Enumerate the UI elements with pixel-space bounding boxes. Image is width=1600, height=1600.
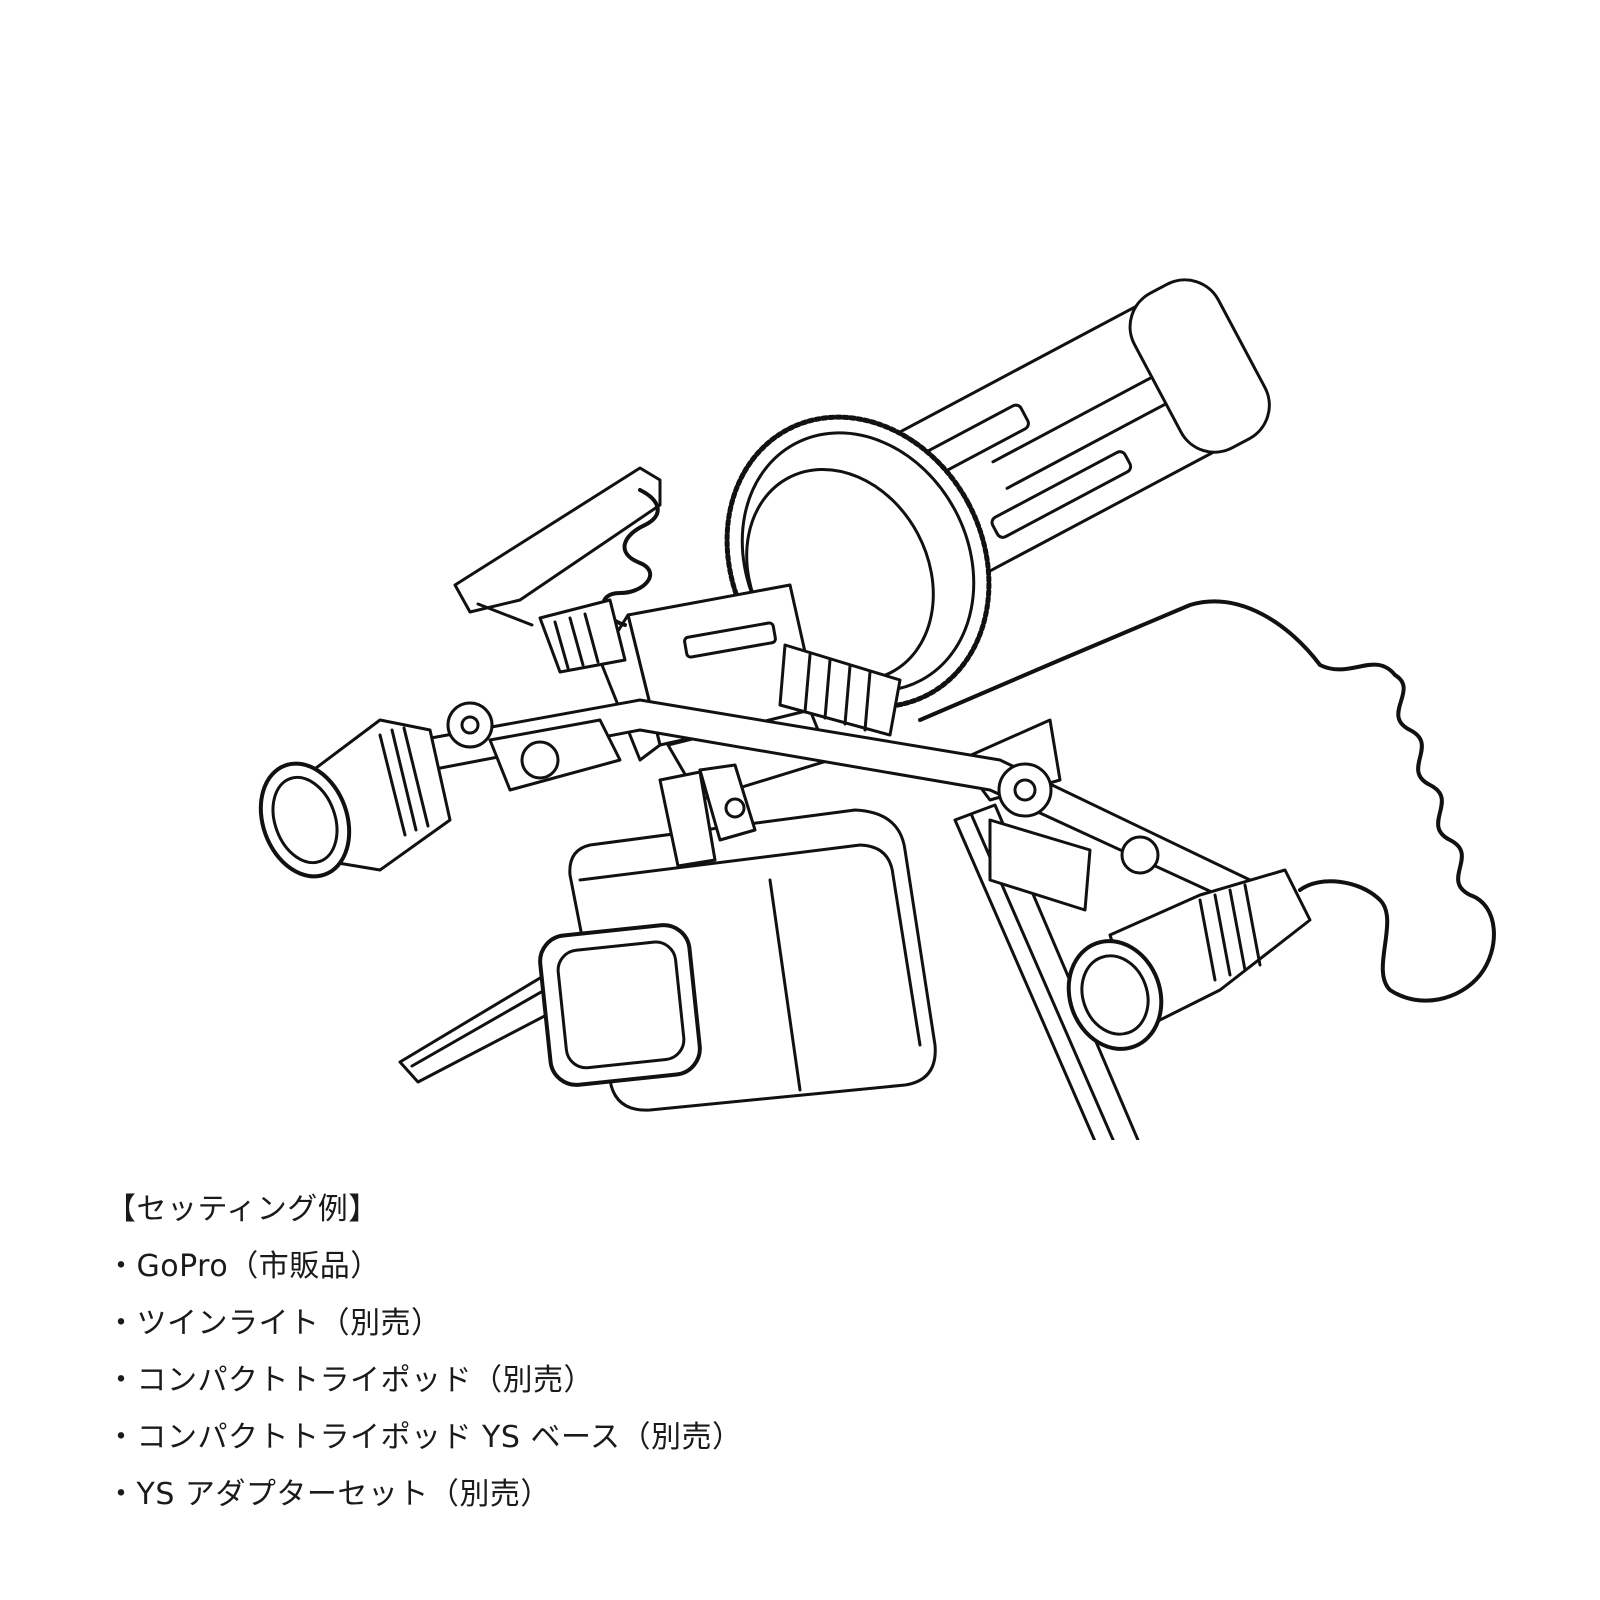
strain-relief-left [538,598,627,674]
coiled-cord-upper [601,488,660,627]
gopro-lens-window [538,923,702,1087]
caption-title: 【セッティング例】 [106,1192,379,1227]
gopro-mount-fingers [658,763,757,868]
tripod-leg-right [953,803,1140,1140]
strain-relief-right [778,643,902,737]
list-item: ・ツインライト（別売） [106,1306,442,1341]
ball-clamp-right [988,762,1160,912]
coiled-cord-right [918,599,1496,1003]
bracket-arm-left [453,466,662,627]
twin-light-right [1066,868,1312,1051]
equipment-line-drawing [258,278,1496,1140]
list-item: ・YS アダプターセット（別売） [106,1477,551,1512]
list-item: ・GoPro（市販品） [106,1249,381,1284]
component-list: ・GoPro（市販品） ・ツインライト（別売） ・コンパクトトライポッド（別売）… [106,1247,1006,1515]
list-item: ・コンパクトトライポッド YS ベース（別売） [106,1420,743,1455]
setting-example-caption: 【セッティング例】 ・GoPro（市販品） ・ツインライト（別売） ・コンパクト… [106,1190,1006,1532]
twin-light-left [258,718,452,879]
ball-clamp-left [446,701,622,792]
list-item: ・コンパクトトライポッド（別売） [106,1363,594,1398]
